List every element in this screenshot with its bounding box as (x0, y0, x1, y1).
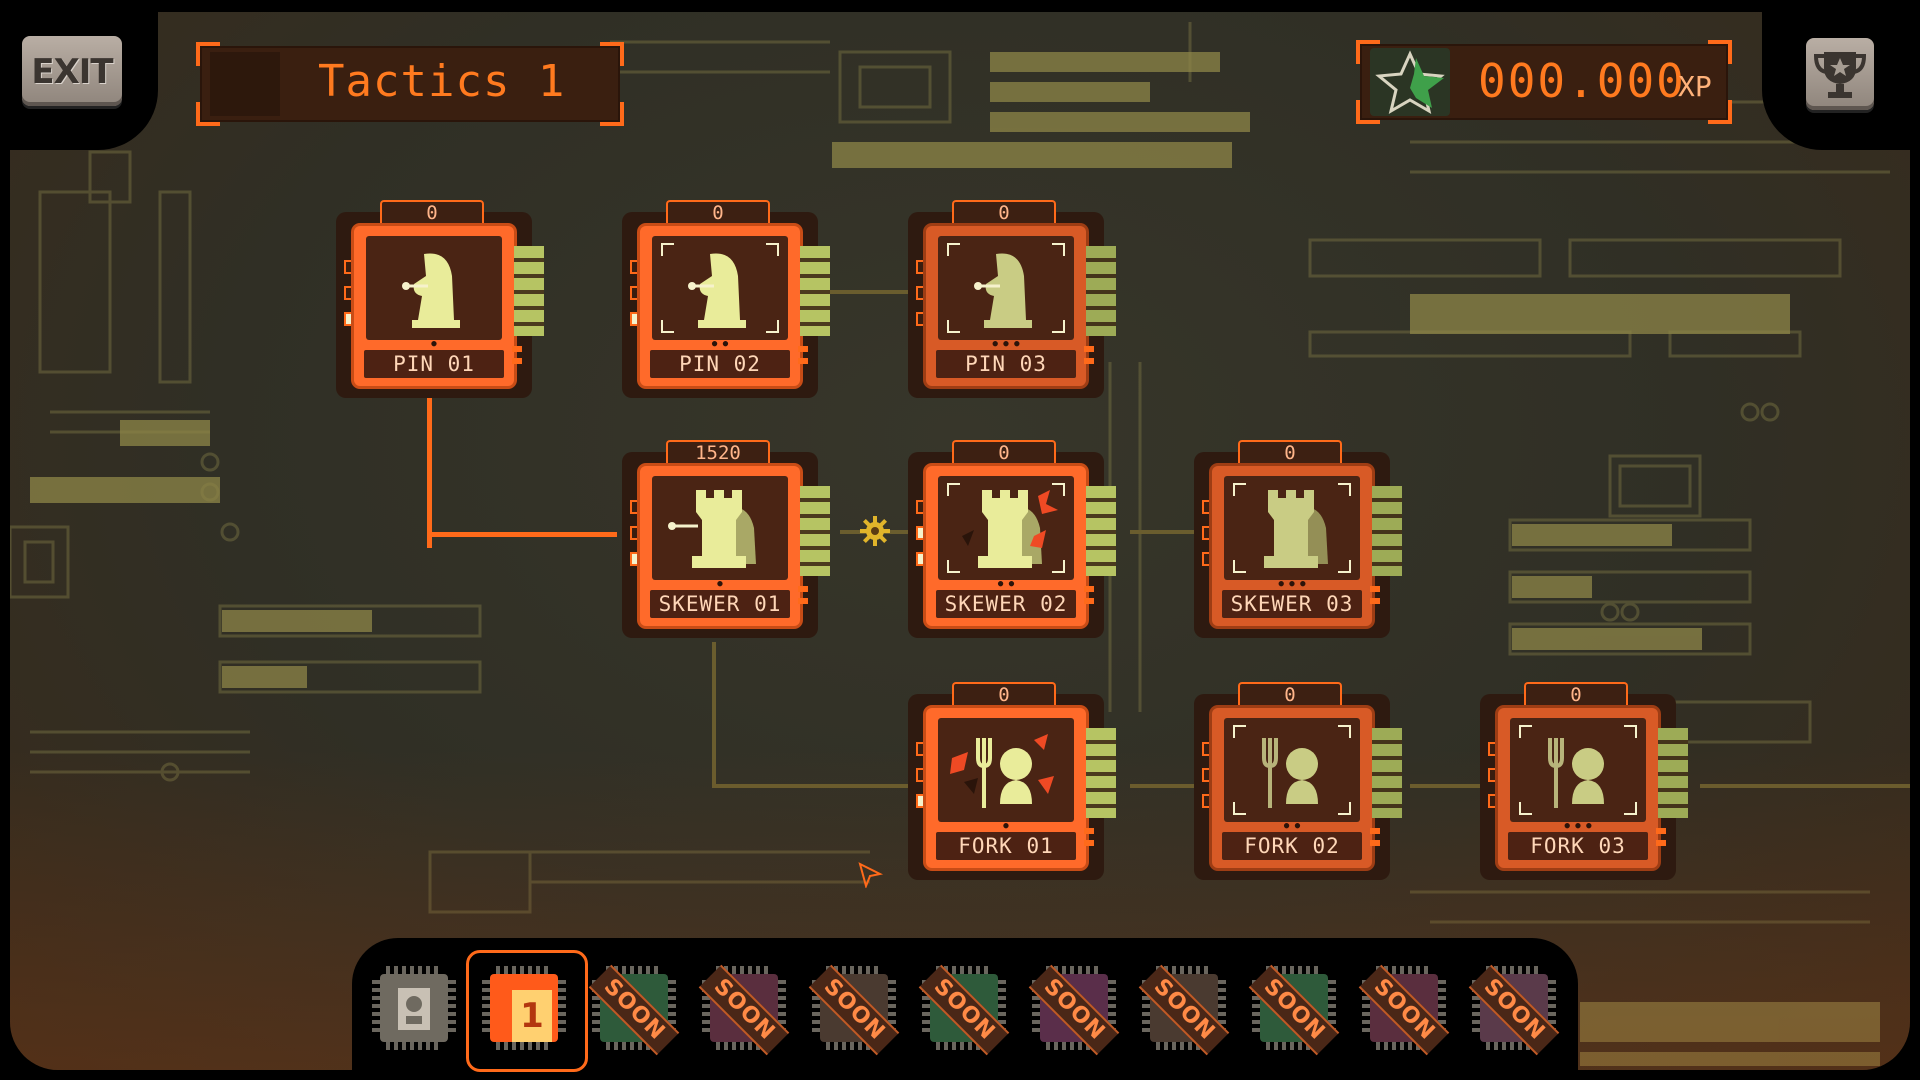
level-score: 1520 (666, 440, 770, 466)
rook-icon (1233, 483, 1351, 573)
level-score: 0 (952, 440, 1056, 466)
level-label: PIN 01 (364, 350, 504, 378)
chapter-chip-soon[interactable]: SOON (1248, 964, 1340, 1056)
rook-icon (668, 490, 756, 568)
level-score: 0 (1238, 440, 1342, 466)
progress-bars (800, 246, 830, 336)
knight-icon (402, 253, 460, 328)
rook-icon (947, 483, 1065, 573)
level-label: SKEWER 02 (936, 590, 1076, 618)
level-node-fork-02[interactable]: 0 ● ● FORK 02 (1194, 682, 1404, 882)
progress-bars (1086, 728, 1116, 818)
level-node-skewer-02[interactable]: 0 ● ● SKEWER 02 (908, 440, 1118, 640)
progress-bars (1372, 728, 1402, 818)
exit-label: EXIT (31, 52, 113, 92)
chapter-chip-soon[interactable]: SOON (918, 964, 1010, 1056)
title-panel: Tactics 1 (196, 42, 624, 126)
level-score: 0 (952, 200, 1056, 226)
chapter-chip-soon[interactable]: SOON (1468, 964, 1560, 1056)
progress-bars (1086, 486, 1116, 576)
chapter-chip-soon[interactable]: SOON (1028, 964, 1120, 1056)
level-label: SKEWER 01 (650, 590, 790, 618)
level-node-pin-02[interactable]: 0 ● ● PIN 02 (622, 200, 832, 400)
active-chapter-frame (466, 950, 588, 1072)
pawn-fork-icon (950, 734, 1054, 808)
knight-icon (947, 243, 1065, 333)
level-node-skewer-03[interactable]: 0 ● ● ● SKEWER 03 (1194, 440, 1404, 640)
xp-unit: XP (1678, 70, 1712, 103)
level-score: 0 (666, 200, 770, 226)
chapter-chip-soon[interactable]: SOON (808, 964, 900, 1056)
level-label: FORK 01 (936, 832, 1076, 860)
level-score: 0 (952, 682, 1056, 708)
page-title: Tactics 1 (318, 56, 566, 107)
chapter-chip-soon[interactable]: SOON (698, 964, 790, 1056)
level-label: FORK 03 (1508, 832, 1648, 860)
level-node-fork-01[interactable]: 0 ● FORK 01 (908, 682, 1118, 882)
pawn-fork-icon (1519, 725, 1637, 815)
trophy-button[interactable] (1806, 38, 1874, 110)
pawn-fork-icon (1233, 725, 1351, 815)
level-node-fork-03[interactable]: 0 ● ● ● FORK 03 (1480, 682, 1690, 882)
xp-panel: 000.000 XP (1356, 40, 1732, 124)
level-label: PIN 02 (650, 350, 790, 378)
exit-button[interactable]: EXIT (22, 36, 122, 106)
chapter-chip-1[interactable]: 1 (482, 966, 566, 1050)
level-node-skewer-01[interactable]: 1520 ● SKEWER 01 (622, 440, 832, 640)
progress-bars (1086, 246, 1116, 336)
level-score: 0 (380, 200, 484, 226)
progress-bars (800, 486, 830, 576)
locked-chapter-icon (398, 988, 430, 1030)
trophy-icon (1813, 52, 1867, 98)
level-score: 0 (1524, 682, 1628, 708)
xp-value: 000.000 (1478, 54, 1686, 108)
cursor-icon (858, 862, 884, 888)
progress-bars (514, 246, 544, 336)
progress-bars (1658, 728, 1688, 818)
chapter-chip-soon[interactable]: SOON (588, 964, 680, 1056)
chapter-number: 1 (512, 990, 552, 1042)
level-node-pin-03[interactable]: 0 ● ● ● PIN 03 (908, 200, 1118, 400)
star-icon (1370, 48, 1450, 116)
chapter-chip-soon[interactable]: SOON (1138, 964, 1230, 1056)
title-icon-slot (210, 52, 280, 116)
progress-bars (1372, 486, 1402, 576)
chapter-chip-locked[interactable] (372, 966, 456, 1050)
level-label: FORK 02 (1222, 832, 1362, 860)
knight-icon (661, 243, 779, 333)
circuit-background (10, 22, 1910, 1066)
level-score: 0 (1238, 682, 1342, 708)
level-label: SKEWER 03 (1222, 590, 1362, 618)
level-node-pin-01[interactable]: 0 ● PIN 01 (336, 200, 546, 400)
chapter-chip-soon[interactable]: SOON (1358, 964, 1450, 1056)
level-label: PIN 03 (936, 350, 1076, 378)
gear-icon (860, 516, 890, 546)
